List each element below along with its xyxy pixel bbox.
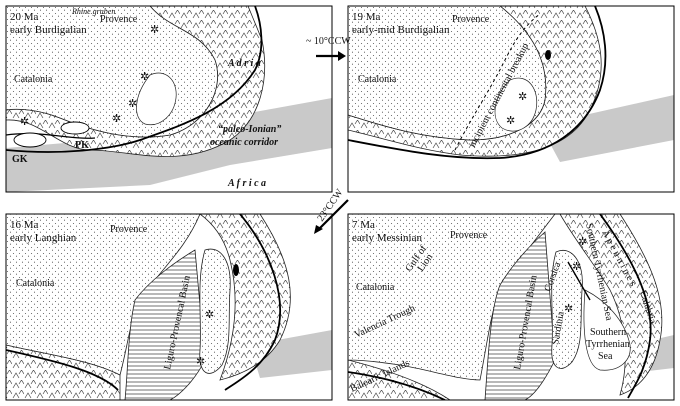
panel-16ma: ✲ ✲ 16 Ma early Langhian Provence Catalo… — [5, 213, 333, 401]
label-africa: A f r i c a — [227, 178, 266, 189]
volcano-icon: ✲ — [564, 303, 573, 315]
label-rhine-graben: Rhine graben — [71, 7, 115, 16]
label-gk: GK — [12, 154, 28, 165]
volcanic-body — [545, 50, 551, 60]
corsica-sardinia-block — [199, 248, 231, 374]
label-catalonia: Catalonia — [358, 74, 397, 85]
panel-frame — [5, 5, 333, 193]
rotation-label-1: ~ 10°CCW — [306, 36, 351, 47]
tyrrhenian-sea — [583, 289, 631, 371]
panel-age: 16 Ma — [10, 219, 39, 231]
label-corridor-line2: oceanic corridor — [210, 137, 278, 148]
label-corridor-line1: “paleo-Ionian” — [218, 124, 281, 135]
label-pk: PK — [75, 140, 89, 151]
label-tyrrhenian-line2: Tyrrhenian — [586, 339, 630, 350]
volcano-icon: ✲ — [112, 113, 121, 125]
panel-frame — [347, 213, 675, 401]
panel-19ma: ✲ ✲ 19 Ma early-mid Burdigalian Provence… — [347, 5, 675, 193]
label-provence: Provence — [452, 14, 490, 25]
volcano-icon: ✲ — [196, 356, 205, 368]
volcano-icon: ✲ — [20, 116, 29, 128]
gk-block — [13, 132, 47, 148]
thrust-front — [6, 6, 263, 153]
label-catalonia: Catalonia — [14, 74, 53, 85]
volcano-icon: ✲ — [150, 24, 159, 36]
label-tyrrhenian-line1: Southern — [590, 327, 626, 338]
volcano-icons: ✲ ✲ ✲ ✲ ✲ — [20, 24, 159, 128]
volcano-icons: ✲ ✲ — [196, 309, 214, 368]
corsica-sardinia-block — [551, 250, 583, 369]
label-tyrrhenian-line3: Sea — [598, 351, 613, 362]
corsica-sardinia-block — [136, 72, 177, 126]
volcano-icon: ✲ — [578, 236, 587, 248]
volcano-icons: ✲ ✲ ✲ — [564, 236, 587, 315]
pk-block — [60, 121, 90, 135]
liguro-provencal-basin — [484, 231, 556, 400]
volcano-icon: ✲ — [572, 261, 581, 273]
fault-line — [567, 261, 591, 301]
oceanic-corridor — [540, 95, 674, 162]
label-adria: A d r i a — [227, 58, 261, 69]
label-catalonia: Catalonia — [356, 282, 395, 293]
volcano-icon: ✲ — [506, 115, 515, 127]
panel-frame — [347, 5, 675, 193]
label-provence: Provence — [110, 224, 148, 235]
volcanic-body — [233, 264, 239, 276]
panel-stage: early Burdigalian — [10, 24, 87, 36]
panel-frame — [5, 213, 333, 401]
panel-age: 19 Ma — [352, 11, 381, 23]
volcano-icons: ✲ ✲ — [506, 91, 527, 127]
panel-age: 20 Ma — [10, 11, 39, 23]
thrust-front — [6, 214, 281, 391]
panel-7ma: ✲ ✲ ✲ 7 Ma early Messinian Catalonia Pro… — [347, 213, 675, 401]
label-catalonia: Catalonia — [16, 278, 55, 289]
panel-stage: early Langhian — [10, 232, 77, 244]
volcano-icon: ✲ — [518, 91, 527, 103]
corsica-sardinia-block — [494, 77, 538, 132]
breakup-line — [454, 13, 541, 151]
thrust-front-inner — [6, 132, 96, 139]
volcano-icon: ✲ — [205, 309, 214, 321]
rotation-arrow-1: ~ 10°CCW — [306, 36, 351, 61]
iberia-europe-landmass — [6, 214, 201, 376]
liguro-provencal-basin — [124, 249, 206, 400]
panel-age: 7 Ma — [352, 219, 375, 231]
panel-20ma: ✲ ✲ ✲ ✲ ✲ 20 Ma early Burdigalian Proven… — [5, 5, 333, 193]
panel-stage: early Messinian — [352, 232, 422, 244]
volcano-icon: ✲ — [128, 98, 137, 110]
panel-stage: early-mid Burdigalian — [352, 24, 450, 36]
label-provence: Provence — [450, 230, 488, 241]
volcano-icon: ✲ — [140, 71, 149, 83]
thrust-front — [348, 6, 607, 160]
label-provence: Provence — [100, 14, 138, 25]
thrust-front — [348, 214, 652, 400]
